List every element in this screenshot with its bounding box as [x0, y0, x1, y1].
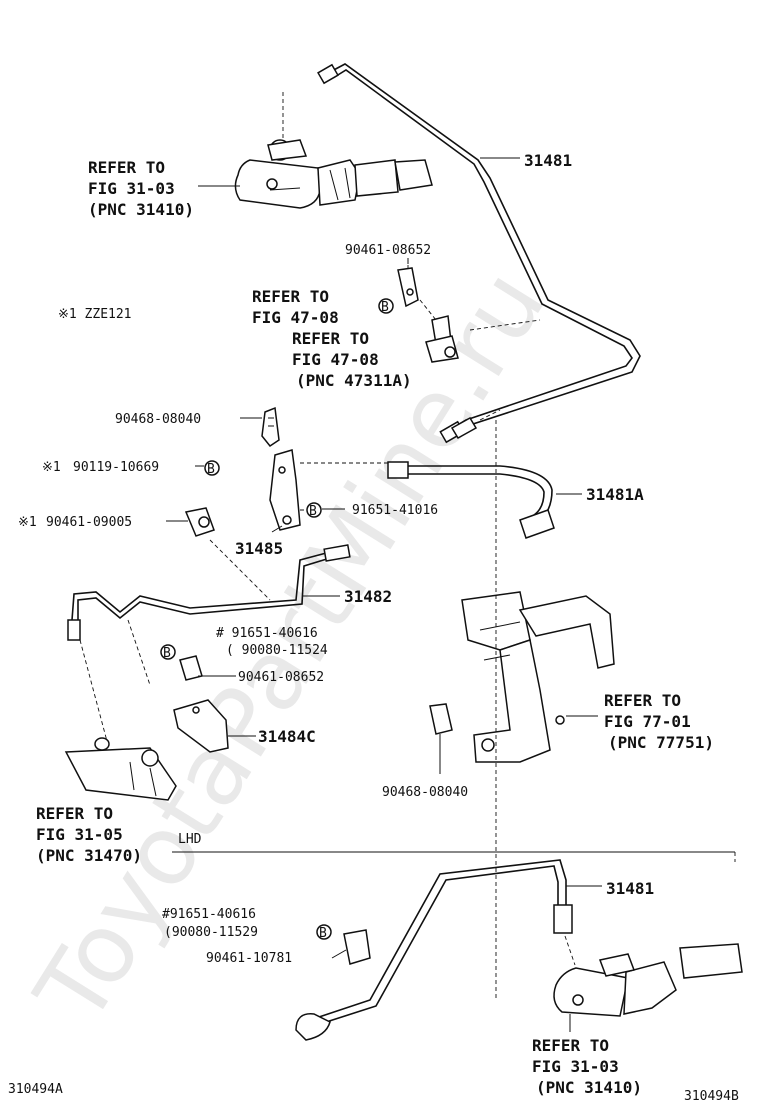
- refer-bottom-line3: (PNC 31410): [536, 1078, 642, 1097]
- refer-top-line3: (PNC 31410): [88, 200, 194, 219]
- svg-text:B: B: [309, 504, 317, 519]
- slave-cylinder-31470: [64, 737, 177, 801]
- mark-90119: ※1: [42, 460, 61, 475]
- note-zze121: ※1 ZZE121: [58, 307, 132, 322]
- svg-text:B: B: [319, 926, 327, 941]
- pipe-31482: [67, 544, 351, 641]
- part-90468-08040-b: 90468-08040: [382, 785, 468, 800]
- bracket-31485: [269, 449, 301, 531]
- bolt-marker-b: B B B B B: [160, 298, 394, 941]
- svg-text:B: B: [163, 646, 171, 661]
- lhd-label: LHD: [178, 832, 202, 847]
- part-90468-08040-a: 90468-08040: [115, 412, 201, 427]
- mark-90461-09005: ※1: [18, 515, 37, 530]
- part-31481-top: 31481: [524, 151, 572, 170]
- bracket-47311a: [425, 315, 459, 363]
- refer-31-05-line3: (PNC 31470): [36, 846, 142, 865]
- part-90461-08652-top: 90461-08652: [345, 243, 431, 258]
- part-90461-08652-mid: 90461-08652: [238, 670, 324, 685]
- part-31485: 31485: [235, 539, 283, 558]
- part-91651-40616-a: # 91651-40616: [216, 626, 318, 641]
- clip-90468-08040-top: [261, 406, 280, 448]
- refer-47-b-line1: REFER TO: [292, 329, 369, 348]
- clip-90461-08652-top: [397, 267, 419, 308]
- clip-90468-08040-b: [429, 703, 453, 735]
- master-cylinder-top: [234, 139, 433, 209]
- refer-47-a-line2: FIG 47-08: [252, 308, 339, 327]
- refer-31-05-line2: FIG 31-05: [36, 825, 123, 844]
- part-31481-bottom: 31481: [606, 879, 654, 898]
- master-cylinder-bottom: [553, 943, 743, 1017]
- refer-top-line2: FIG 31-03: [88, 179, 175, 198]
- labels: REFER TO FIG 31-03 (PNC 31410) 31481 904…: [8, 151, 739, 1104]
- refer-bottom-line2: FIG 31-03: [532, 1057, 619, 1076]
- refer-47-a-line1: REFER TO: [252, 287, 329, 306]
- clip-90461-09005: [184, 507, 215, 537]
- part-90119-10669: 90119-10669: [73, 460, 159, 475]
- part-90080-11529: (90080-11529: [164, 925, 258, 940]
- pipe-31481-bottom: [295, 859, 573, 1041]
- refer-47-b-line3: (PNC 47311A): [296, 371, 412, 390]
- refer-top-line1: REFER TO: [88, 158, 165, 177]
- part-31484C: 31484C: [258, 727, 316, 746]
- svg-text:B: B: [381, 300, 389, 315]
- part-90461-09005: 90461-09005: [46, 515, 132, 530]
- refer-77-line3: (PNC 77751): [608, 733, 714, 752]
- bracket-31484C: [173, 699, 229, 753]
- part-91651-40616-b: #91651-40616: [162, 907, 256, 922]
- refer-47-b-line2: FIG 47-08: [292, 350, 379, 369]
- clip-90461-10781: [343, 929, 371, 965]
- figure-code-right: 310494B: [684, 1089, 739, 1104]
- refer-bottom-line1: REFER TO: [532, 1036, 609, 1055]
- figure-code-left: 310494A: [8, 1082, 63, 1097]
- pipe-31481-top: [317, 63, 641, 444]
- refer-77-line1: REFER TO: [604, 691, 681, 710]
- refer-31-05-line1: REFER TO: [36, 804, 113, 823]
- part-31482: 31482: [344, 587, 392, 606]
- pedal-bracket-77751: [461, 591, 615, 763]
- hose-31481A: [387, 461, 555, 539]
- svg-text:B: B: [207, 462, 215, 477]
- part-90080-11524: ( 90080-11524: [226, 643, 328, 658]
- refer-77-line2: FIG 77-01: [604, 712, 691, 731]
- part-31481A: 31481A: [586, 485, 644, 504]
- part-90461-10781: 90461-10781: [206, 951, 292, 966]
- leader-lines: [166, 157, 602, 1032]
- part-91651-41016: 91651-41016: [352, 503, 438, 518]
